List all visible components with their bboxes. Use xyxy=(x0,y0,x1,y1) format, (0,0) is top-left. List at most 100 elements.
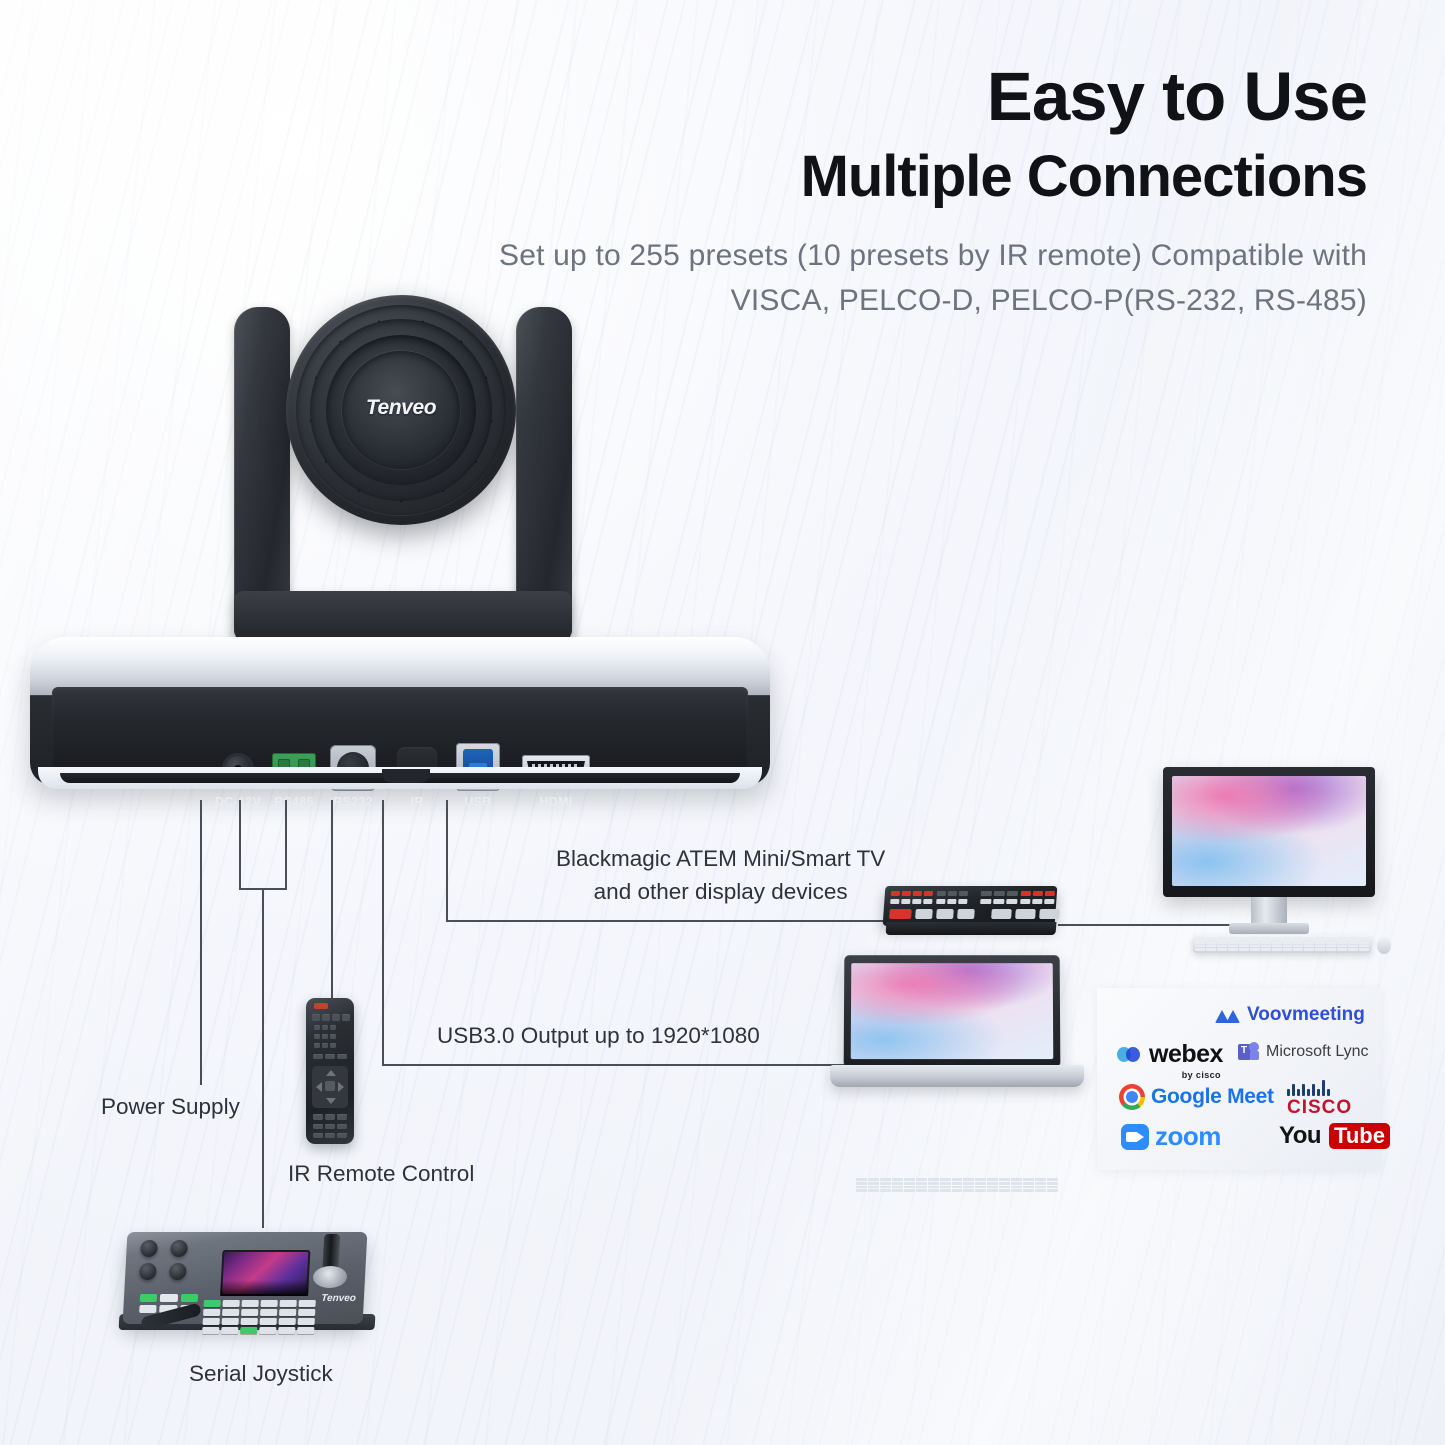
atem-main-buttons-right[interactable] xyxy=(991,909,1060,919)
desktop-mouse[interactable] xyxy=(1377,937,1391,954)
atem-main-buttons-left[interactable] xyxy=(889,909,975,919)
callout-hdmi-line2: and other display devices xyxy=(593,878,848,904)
logo-microsoft-lync: Microsoft Lync xyxy=(1238,1042,1369,1062)
atem-key-row-1 xyxy=(980,891,1019,896)
laptop-keyboard[interactable] xyxy=(856,1178,1058,1192)
logo-cisco: CISCO xyxy=(1287,1080,1352,1119)
joystick-keypad[interactable] xyxy=(202,1300,316,1334)
laptop-computer xyxy=(830,955,1084,1192)
camera-lens-housing: Tenveo xyxy=(286,295,516,525)
camera-port-panel: DC-12V RS485 RS232 IR USB HDMI xyxy=(52,687,748,809)
header-block: Easy to Use Multiple Connections Set up … xyxy=(367,58,1368,323)
callout-usb: USB3.0 Output up to 1920*1080 xyxy=(437,1023,760,1048)
zoom-icon xyxy=(1121,1123,1149,1150)
camera-arm-left xyxy=(234,307,290,637)
leader-line-rs485 xyxy=(239,800,241,890)
atem-aux-row-2 xyxy=(936,899,968,904)
ir-remote-control xyxy=(306,998,354,1144)
display-monitor xyxy=(1163,767,1391,954)
webex-sublabel: by cisco xyxy=(1181,1070,1221,1080)
rs232-port-label: RS232 xyxy=(333,795,373,809)
rs485-port-label: RS485 xyxy=(274,795,314,809)
logo-google-meet: Google Meet xyxy=(1119,1084,1274,1110)
header-description: Set up to 255 presets (10 presets by IR … xyxy=(367,233,1367,323)
monitor-stand-base xyxy=(1229,923,1309,934)
joystick-stick[interactable] xyxy=(312,1234,349,1294)
zoom-label: zoom xyxy=(1155,1121,1221,1151)
atem-aux-row-1 xyxy=(936,891,969,896)
monitor-screen xyxy=(1172,776,1366,886)
remote-button-row-3 xyxy=(314,1034,336,1039)
header-description-line1: Set up to 255 presets (10 presets by IR … xyxy=(498,239,1367,273)
callout-ir-remote: IR Remote Control xyxy=(288,1161,475,1186)
dc-12v-port-label: DC-12V xyxy=(214,795,262,809)
header-description-line2: VISCA, PELCO-D, PELCO-P(RS-232, RS-485) xyxy=(730,284,1367,318)
remote-button-row-5 xyxy=(313,1054,347,1059)
serial-joystick-controller: Tenveo xyxy=(118,1222,376,1342)
remote-button-row-8 xyxy=(313,1133,347,1138)
callout-serial-joystick: Serial Joystick xyxy=(189,1361,333,1386)
ir-port-label: IR xyxy=(410,795,424,809)
remote-button-row-4 xyxy=(314,1043,336,1048)
google-meet-label: Google Meet xyxy=(1151,1085,1274,1108)
laptop-screen xyxy=(850,963,1054,1060)
joystick-knob-1[interactable] xyxy=(140,1240,158,1257)
webex-label: webex xyxy=(1149,1040,1223,1068)
leader-line-power xyxy=(200,800,202,1085)
remote-button-row-7 xyxy=(313,1124,347,1129)
hdmi-port-label: HDMI xyxy=(539,795,573,809)
monitor-stand-neck xyxy=(1251,897,1287,927)
camera-base-top xyxy=(30,637,770,695)
atem-program-row xyxy=(890,891,934,896)
logo-webex: webex by cisco xyxy=(1117,1040,1223,1080)
microsoft-lync-label: Microsoft Lync xyxy=(1266,1043,1369,1060)
atem-mini-switcher xyxy=(882,886,1064,944)
camera-arm-right xyxy=(516,307,572,637)
youtube-label-tube: Tube xyxy=(1329,1123,1390,1149)
remote-button-row-2 xyxy=(314,1025,336,1030)
leader-line-hdmi-across xyxy=(446,920,894,922)
joystick-display xyxy=(220,1250,311,1296)
cisco-label: CISCO xyxy=(1287,1097,1353,1118)
leader-line-usb-across xyxy=(382,1064,862,1066)
camera-base: DC-12V RS485 RS232 IR USB HDMI xyxy=(30,637,770,809)
atem-top-panel xyxy=(882,886,1060,926)
leader-line-usb-down xyxy=(382,800,384,1066)
remote-button-row-6 xyxy=(313,1114,347,1120)
voovmeeting-label: Voovmeeting xyxy=(1247,1004,1365,1025)
remote-power-button xyxy=(314,1003,328,1009)
laptop-base xyxy=(830,1065,1084,1192)
cisco-icon xyxy=(1287,1080,1352,1096)
logo-voovmeeting: Voovmeeting xyxy=(1215,1004,1365,1026)
logo-youtube: You Tube xyxy=(1279,1122,1390,1150)
monitor-bezel xyxy=(1163,767,1375,897)
atem-transition-row-1 xyxy=(1020,891,1056,896)
webex-icon xyxy=(1117,1045,1143,1065)
atem-transition-row-2 xyxy=(1020,899,1055,904)
google-meet-icon xyxy=(1119,1084,1145,1110)
remote-dpad xyxy=(312,1066,348,1108)
joystick-knob-4[interactable] xyxy=(168,1263,187,1280)
laptop-lid xyxy=(843,955,1061,1068)
atem-key-row-2 xyxy=(980,899,1018,904)
logo-zoom: zoom xyxy=(1121,1121,1221,1152)
desktop-keyboard[interactable] xyxy=(1193,935,1371,953)
atem-preview-row xyxy=(890,899,933,904)
compatible-software-panel: Voovmeeting webex by cisco Microsoft Lyn… xyxy=(1097,988,1390,1170)
camera-brand-label: Tenveo xyxy=(365,396,437,419)
camera-base-bump xyxy=(382,769,430,783)
joystick-knob-3[interactable] xyxy=(138,1263,157,1280)
joystick-body: Tenveo xyxy=(122,1232,368,1334)
callout-hdmi-line1: Blackmagic ATEM Mini/Smart TV xyxy=(556,846,886,871)
joystick-knob-2[interactable] xyxy=(170,1240,188,1257)
remote-button-row-1 xyxy=(312,1014,350,1021)
page-title: Easy to Use xyxy=(986,58,1368,135)
leader-line-atem-to-monitor xyxy=(1058,924,1262,926)
microsoft-lync-icon xyxy=(1238,1042,1260,1062)
voovmeeting-icon xyxy=(1215,1007,1241,1023)
callout-hdmi: Blackmagic ATEM Mini/Smart TV and other … xyxy=(556,843,885,908)
ptz-camera: Tenveo DC-12V RS485 RS232 IR USB HDMI xyxy=(30,285,770,815)
joystick-brand-label: Tenveo xyxy=(320,1293,357,1304)
leader-line-hdmi-down xyxy=(446,800,448,922)
